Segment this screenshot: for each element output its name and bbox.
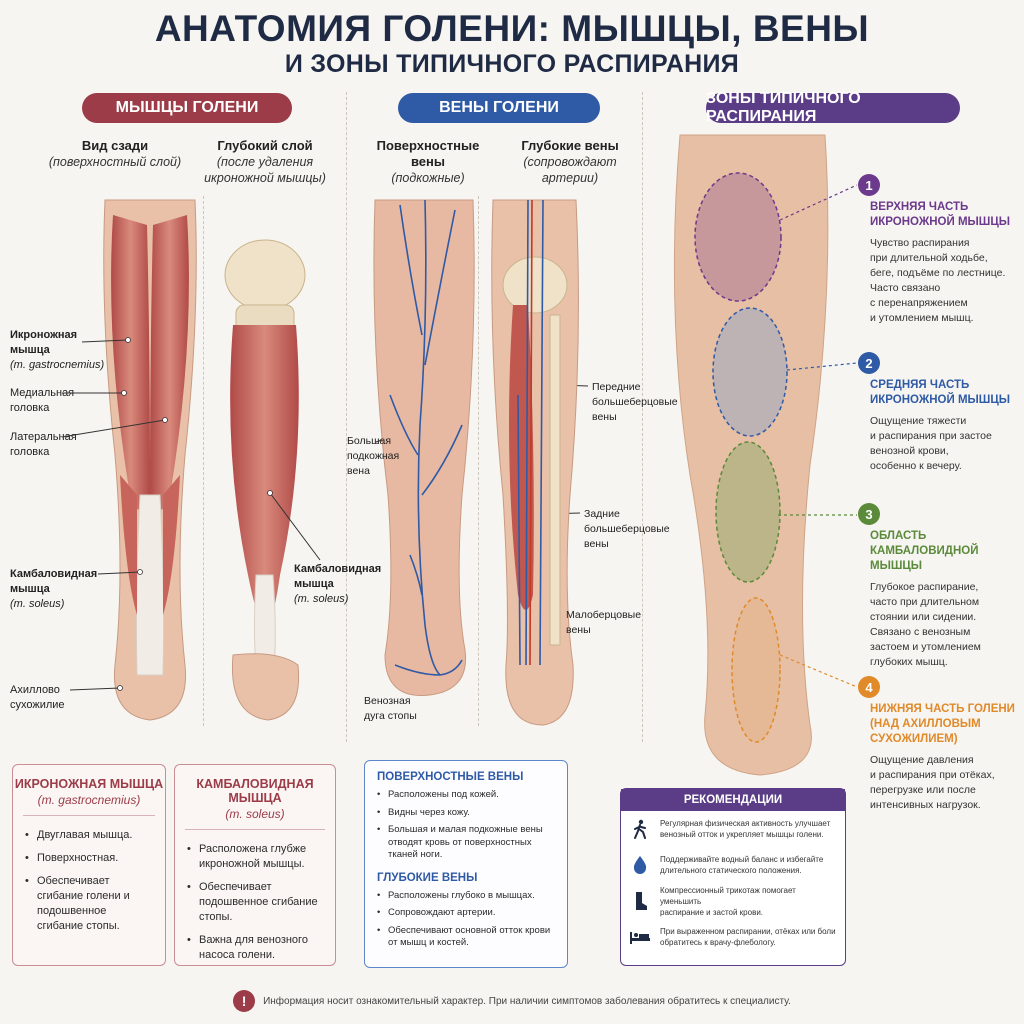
view-subtitle: (сопровождают (523, 155, 617, 169)
superficial-veins-illustration (373, 199, 475, 696)
section-header-zones: ЗОНЫ ТИПИЧНОГО РАСПИРАНИЯ (706, 90, 960, 125)
zone-3-area (715, 441, 781, 583)
section-header-muscles: МЫШЦЫ ГОЛЕНИ (82, 93, 292, 123)
card-list-item: Расположены глубоко в мышцах. (377, 890, 555, 903)
page-subtitle: И ЗОНЫ ТИПИЧНОГО РАСПИРАНИЯ (284, 50, 740, 78)
card-latin-name: (m. gastrocnemius) (37, 793, 141, 807)
card-title: ПОВЕРХНОСТНЫЕ ВЕНЫ (377, 771, 524, 783)
view-subtitle: артерии) (541, 171, 599, 185)
card-list-item: Двуглавая мышца. (25, 828, 155, 843)
card-list-item: Расположены под кожей. (377, 789, 555, 802)
view-title: Глубокий слой (217, 138, 313, 153)
view-title: Поверхностные вены (376, 138, 480, 169)
view-divider (478, 196, 479, 726)
card-list-item: Обеспечивает подошвенное сгибание стопы. (187, 880, 325, 925)
muscles-view-deep-header: Глубокий слой (после удаления икроножной… (200, 138, 330, 186)
zone-1-area (694, 172, 782, 302)
view-subtitle: (поверхностный слой) (48, 155, 182, 169)
card-list-item: Обеспечивает сгибание голени и подошвенн… (25, 874, 155, 934)
warning-icon: ! (233, 990, 256, 1012)
view-title: Глубокие вены (521, 138, 619, 153)
zone-2-area (712, 307, 788, 437)
recommendation-item: Компрессионный трикотаж помогает уменьши… (621, 883, 845, 919)
card-divider (23, 815, 155, 816)
card-title: ИКРОНОЖНАЯ МЫШЦА (14, 777, 164, 791)
card-latin-name: (m. soleus) (225, 807, 285, 821)
column-divider (642, 92, 643, 742)
gastrocnemius-info-card: ИКРОНОЖНАЯ МЫШЦА (m. gastrocnemius) Двуг… (12, 764, 166, 966)
soleus-info-card: КАМБАЛОВИДНАЯ МЫШЦА (m. soleus) Располож… (174, 764, 336, 966)
doctor-bed-icon (629, 926, 651, 948)
zone-4-area (731, 597, 781, 743)
recommendation-item: При выраженном распирании, отёках или бо… (621, 919, 845, 955)
deep-veins-illustration (491, 199, 579, 726)
card-list-item: Поверхностная. (25, 851, 155, 866)
veins-view-deep-header: Глубокие вены (сопровождают артерии) (510, 138, 630, 186)
walking-person-icon (629, 818, 651, 840)
card-list-item: Большая и малая подкожные вены отводят к… (377, 824, 555, 862)
veins-view-superficial-header: Поверхностные вены (подкожные) (358, 138, 498, 186)
view-subtitle: икроножной мышцы) (204, 171, 326, 185)
card-list-item: Сопровождают артерии. (377, 907, 555, 920)
recommendation-item: Регулярная физическая активность улучшае… (621, 811, 845, 847)
card-list-item: Обеспечивают основной отток крови от мыш… (377, 925, 555, 950)
zone-number-badge: 1 (858, 174, 880, 196)
view-divider (203, 196, 204, 726)
section-header-veins: ВЕНЫ ГОЛЕНИ (398, 93, 600, 123)
veins-info-card: ПОВЕРХНОСТНЫЕ ВЕНЫ Расположены под кожей… (364, 760, 568, 968)
card-divider (185, 829, 325, 830)
card-title: ГЛУБОКИЕ ВЕНЫ (377, 871, 478, 884)
recommendations-card: РЕКОМЕНДАЦИИ Регулярная физическая актив… (620, 788, 846, 966)
muscles-view-back-header: Вид сзади (поверхностный слой) (40, 138, 190, 170)
view-subtitle: (подкожные) (391, 171, 465, 185)
card-title: РЕКОМЕНДАЦИИ (621, 789, 845, 811)
water-drop-icon (629, 854, 651, 876)
zone-number-badge: 3 (858, 503, 880, 525)
view-title: Вид сзади (81, 138, 149, 153)
zone-description: Глубокое распирание,часто при длительном… (870, 581, 981, 668)
calf-zones-illustration (673, 134, 858, 776)
card-list-item: Важна для венозного насоса голени. (187, 933, 325, 963)
calf-muscles-back-illustration (103, 199, 197, 721)
page-title: АНАТОМИЯ ГОЛЕНИ: МЫШЦЫ, ВЕНЫ (154, 8, 870, 49)
calf-muscles-deep-illustration (224, 239, 306, 721)
card-title: КАМБАЛОВИДНАЯ МЫШЦА (196, 777, 314, 805)
card-list-item: Видны через кожу. (377, 807, 555, 820)
zone-number-badge: 2 (858, 352, 880, 374)
view-subtitle: (после удаления (216, 155, 314, 169)
footer-disclaimer: ! Информация носит ознакомительный харак… (0, 990, 1024, 1012)
zone-number-badge: 4 (858, 676, 880, 698)
compression-sock-icon (629, 890, 651, 912)
disclaimer-text: Информация носит ознакомительный характе… (263, 995, 791, 1007)
card-list-item: Расположена глубже икроножной мышцы. (187, 842, 325, 872)
column-divider (346, 92, 347, 742)
